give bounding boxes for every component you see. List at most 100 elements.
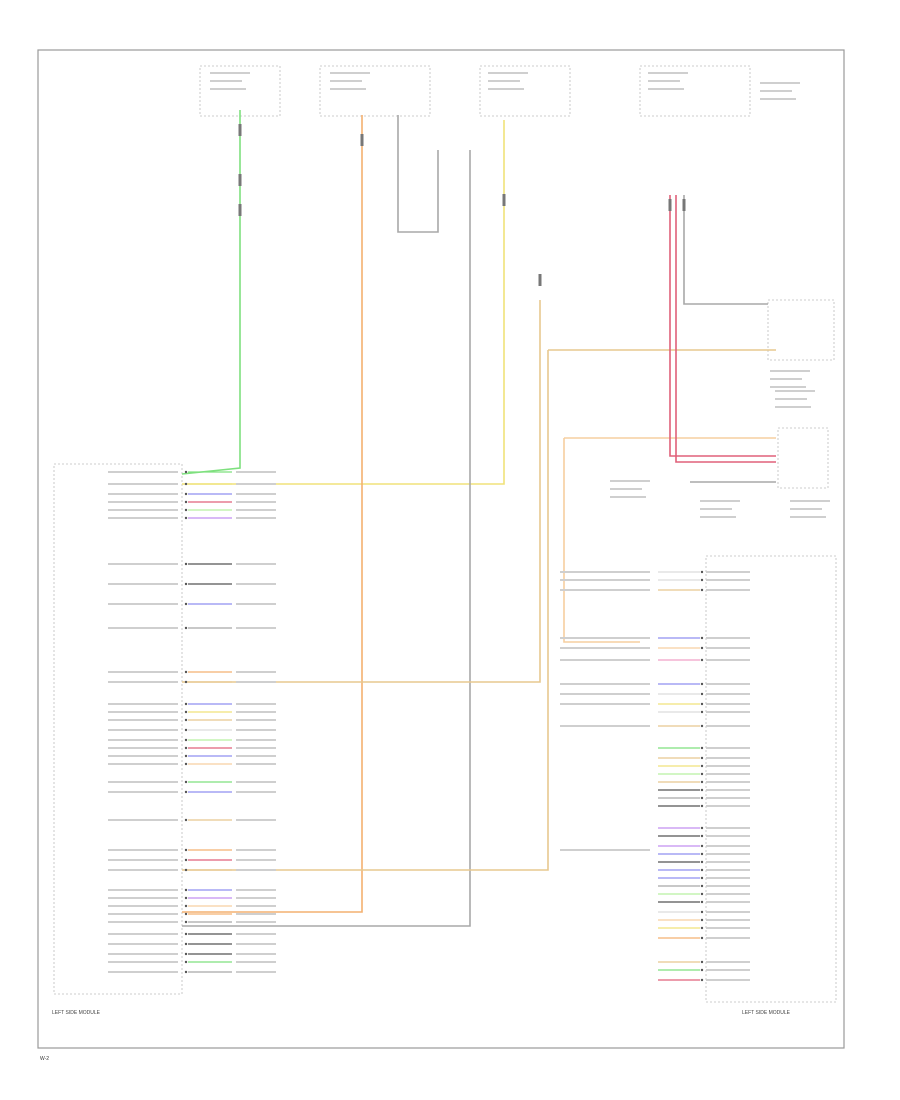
label-mark-141 [610, 480, 650, 482]
right-pin-15 [700, 772, 704, 776]
left-pin-28 [184, 896, 188, 900]
label-mark-8 [236, 501, 276, 503]
label-mark-54 [236, 889, 276, 891]
label-mark-82 [706, 711, 750, 713]
right-pin-21 [700, 834, 704, 838]
label-mark-32 [236, 729, 276, 731]
wire-gray-5 [182, 150, 471, 927]
right-pin-23 [700, 852, 704, 856]
right-pin-27 [700, 884, 704, 888]
right-module-outline [705, 555, 837, 1003]
label-mark-137 [770, 386, 806, 388]
left-pin-23 [184, 818, 188, 822]
label-mark-3 [108, 483, 178, 485]
label-mark-35 [108, 747, 178, 749]
right-pin-24 [700, 860, 704, 864]
right-module-caption: LEFT SIDE MODULE [742, 1010, 791, 1016]
label-mark-85 [706, 757, 750, 759]
label-mark-72 [236, 971, 276, 973]
label-mark-6 [236, 493, 276, 495]
label-mark-116 [560, 693, 650, 695]
right-pin-18 [700, 796, 704, 800]
left-pin-22 [184, 790, 188, 794]
label-mark-86 [706, 765, 750, 767]
label-mark-124 [330, 80, 362, 82]
label-mark-74 [706, 579, 750, 581]
label-mark-75 [706, 589, 750, 591]
wire-green-1 [181, 110, 241, 475]
wire-yellow-2 [182, 120, 505, 485]
label-mark-80 [706, 693, 750, 695]
label-mark-64 [236, 933, 276, 935]
label-mark-84 [706, 747, 750, 749]
label-mark-73 [706, 571, 750, 573]
inline-connector-4 [360, 134, 364, 146]
label-mark-9 [108, 509, 178, 511]
inline-connector-1 [238, 124, 242, 136]
right-pin-28 [700, 892, 704, 896]
wire-gray-4 [397, 115, 439, 233]
lighting-module-box [767, 299, 835, 361]
inline-connector-5 [502, 194, 506, 206]
label-mark-87 [706, 773, 750, 775]
label-mark-83 [706, 725, 750, 727]
label-mark-109 [560, 571, 650, 573]
label-mark-78 [706, 659, 750, 661]
label-mark-31 [108, 729, 178, 731]
label-mark-148 [790, 508, 822, 510]
label-mark-59 [108, 913, 178, 915]
label-mark-52 [236, 869, 276, 871]
inline-connector-2 [238, 174, 242, 186]
right-pin-10 [700, 710, 704, 714]
label-mark-4 [236, 483, 276, 485]
inline-connector-8 [682, 199, 686, 211]
label-mark-106 [706, 961, 750, 963]
wire-tan-8 [182, 350, 549, 871]
label-mark-129 [648, 72, 688, 74]
left-pin-34 [184, 952, 188, 956]
label-mark-93 [706, 835, 750, 837]
wire-stubs [184, 124, 704, 982]
left-pin-2 [184, 482, 188, 486]
label-mark-140 [775, 406, 811, 408]
label-mark-30 [236, 719, 276, 721]
label-mark-120 [210, 72, 250, 74]
right-pin-3 [700, 588, 704, 592]
label-mark-29 [108, 719, 178, 721]
label-mark-122 [210, 88, 246, 90]
left-pin-12 [184, 680, 188, 684]
left-pin-31 [184, 920, 188, 924]
label-mark-53 [108, 889, 178, 891]
label-mark-5 [108, 493, 178, 495]
left-pin-15 [184, 718, 188, 722]
wires [181, 110, 776, 927]
label-mark-117 [560, 703, 650, 705]
left-pin-27 [184, 888, 188, 892]
label-mark-49 [108, 859, 178, 861]
left-module-caption: LEFT SIDE MODULE [52, 1010, 101, 1016]
label-mark-71 [108, 971, 178, 973]
label-mark-34 [236, 739, 276, 741]
wire-orange-3 [182, 115, 363, 913]
label-marks [108, 72, 830, 981]
label-mark-90 [706, 797, 750, 799]
label-mark-25 [108, 703, 178, 705]
wire-red-11 [669, 195, 776, 457]
left-pin-16 [184, 728, 188, 732]
label-mark-146 [700, 516, 736, 518]
label-mark-144 [700, 500, 740, 502]
label-mark-42 [236, 781, 276, 783]
right-upper-blocks [767, 299, 835, 489]
left-pin-14 [184, 710, 188, 714]
label-mark-123 [330, 72, 370, 74]
right-pin-8 [700, 692, 704, 696]
diagram-code: W-2 [40, 1056, 49, 1062]
label-mark-22 [236, 671, 276, 673]
right-pin-19 [700, 804, 704, 808]
right-pin-14 [700, 764, 704, 768]
label-mark-112 [560, 637, 650, 639]
label-mark-17 [108, 603, 178, 605]
label-mark-61 [108, 921, 178, 923]
right-pin-20 [700, 826, 704, 830]
label-mark-92 [706, 827, 750, 829]
